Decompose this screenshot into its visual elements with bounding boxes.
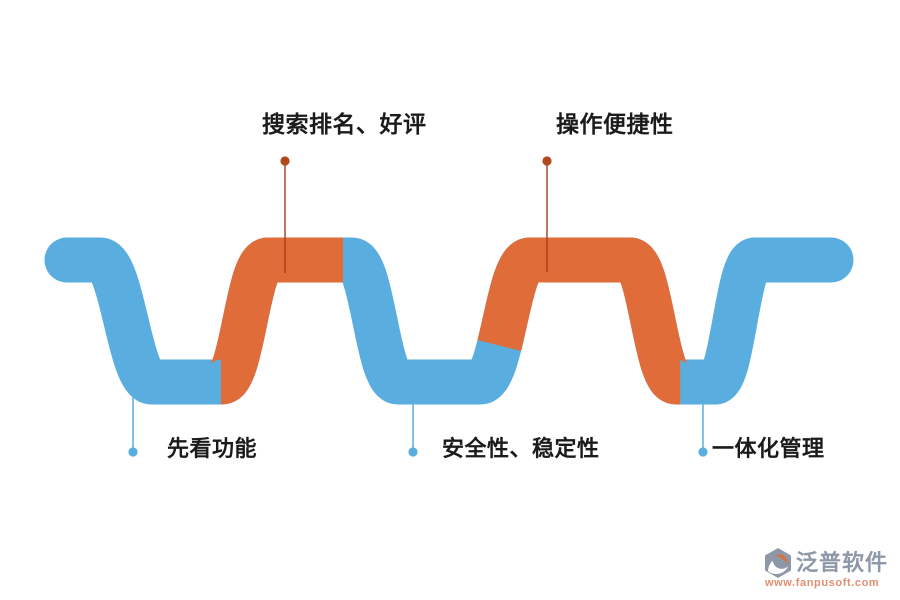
top-marker-dot-2 bbox=[542, 156, 552, 166]
bottom-marker-dot-2 bbox=[408, 447, 418, 457]
fanpu-logo: 泛普软件 www.fanpusoft.com bbox=[762, 547, 892, 593]
label-integrated-management: 一体化管理 bbox=[712, 436, 825, 461]
label-operation-convenience: 操作便捷性 bbox=[556, 111, 674, 137]
fanpu-logo-icon bbox=[765, 548, 791, 578]
label-search-ranking: 搜索排名、好评 bbox=[262, 111, 427, 137]
label-see-functions-first: 先看功能 bbox=[167, 436, 258, 461]
label-security-stability: 安全性、稳定性 bbox=[442, 436, 600, 461]
fanpu-logo-name: 泛普软件 bbox=[796, 550, 889, 575]
bottom-marker-dot-3 bbox=[698, 447, 708, 457]
wave-ribbon-blue bbox=[44, 237, 854, 405]
fanpu-logo-url: www.fanpusoft.com bbox=[765, 577, 880, 589]
top-marker-dot-1 bbox=[280, 156, 290, 166]
bottom-marker-dot-1 bbox=[128, 447, 138, 457]
